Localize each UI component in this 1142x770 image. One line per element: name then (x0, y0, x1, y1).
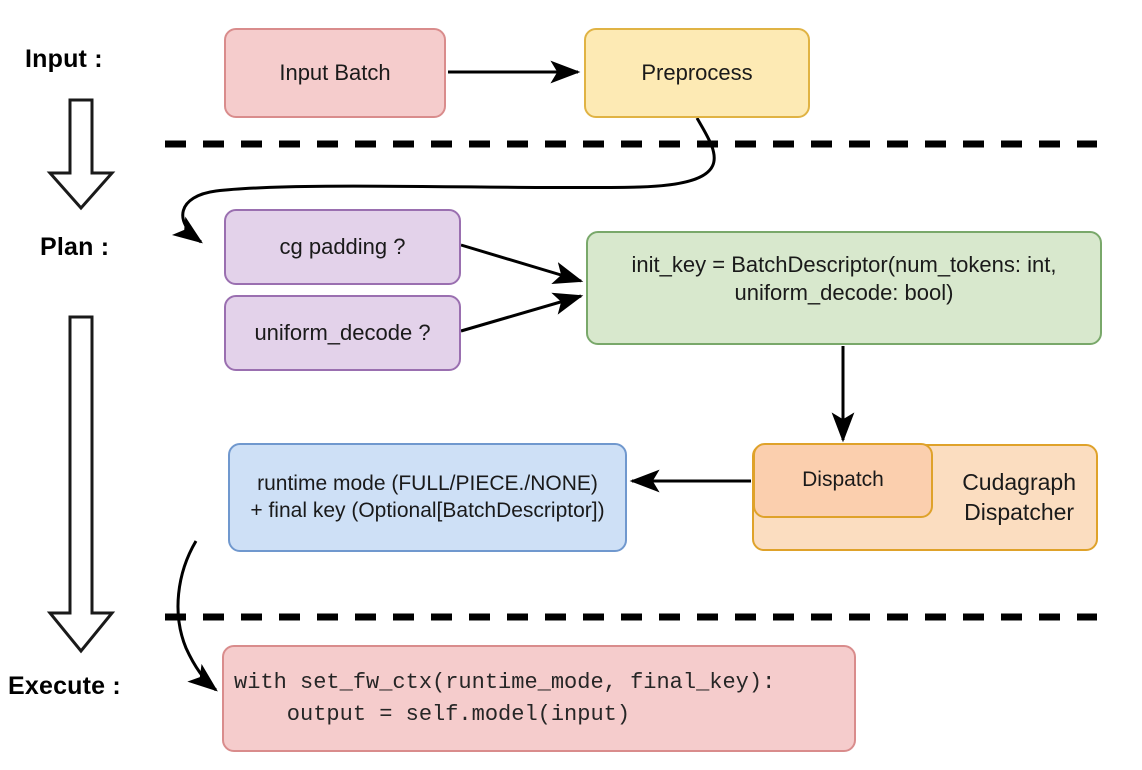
node-uniform-decode[interactable]: uniform_decode ? (224, 295, 461, 371)
node-preprocess[interactable]: Preprocess (584, 28, 810, 118)
stage-arrow-plan-to-execute (46, 315, 116, 654)
node-input-batch[interactable]: Input Batch (224, 28, 446, 118)
node-execute-code[interactable]: with set_fw_ctx(runtime_mode, final_key)… (222, 645, 856, 752)
node-init-key[interactable]: init_key = BatchDescriptor(num_tokens: i… (586, 231, 1102, 345)
execute-code-text: with set_fw_ctx(runtime_mode, final_key)… (234, 669, 776, 727)
arrow-runtime-mode-to-execute-code (176, 540, 218, 692)
stage-label-plan: Plan : (40, 233, 110, 261)
arrow-uniform-decode-to-init-key (460, 292, 584, 333)
node-runtime-mode[interactable]: runtime mode (FULL/PIECE./NONE) + final … (228, 443, 627, 552)
stage-label-execute: Execute : (8, 672, 121, 700)
node-dispatch[interactable]: Dispatch (753, 443, 933, 518)
stage-label-input: Input : (25, 45, 103, 73)
arrow-cg-padding-to-init-key (460, 243, 584, 284)
stage-arrow-input-to-plan (46, 98, 116, 211)
node-cg-padding[interactable]: cg padding ? (224, 209, 461, 285)
